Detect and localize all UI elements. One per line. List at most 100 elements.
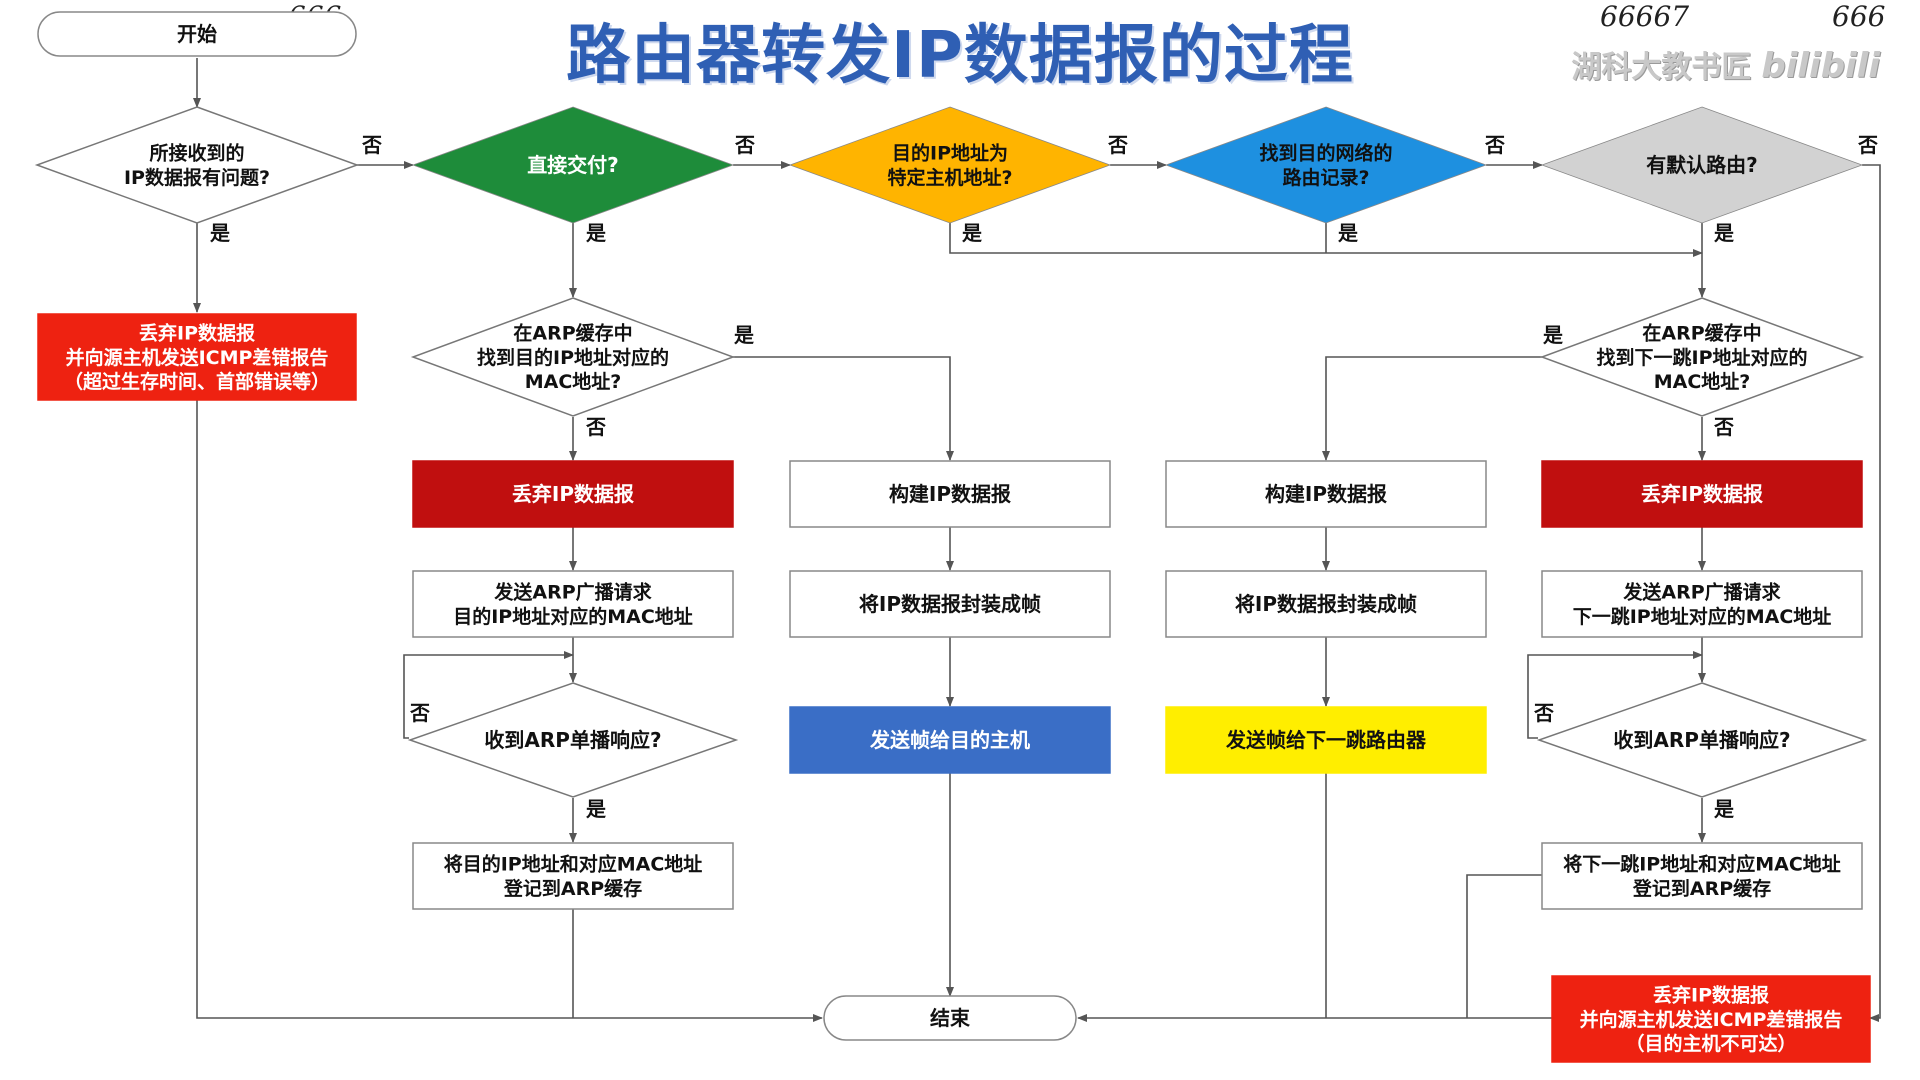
edge-label-no: 否 [1713, 415, 1734, 439]
terminal-end: 结束 [823, 995, 1077, 1041]
edge-label-yes: 是 [1337, 221, 1358, 245]
edge-label-yes: 是 [209, 221, 230, 245]
connector [403, 651, 574, 739]
connector [1527, 651, 1703, 739]
process-discard-2-text-line-1: 丢弃IP数据报 [1641, 482, 1763, 506]
process-discard-icmp-1-text-line-2: 并向源主机发送ICMP差错报告 [66, 346, 329, 369]
edge-label-no: 否 [1857, 133, 1878, 157]
decision-shape [1540, 106, 1864, 224]
decision-shape [1536, 682, 1868, 798]
edge-label-yes: 是 [1713, 797, 1734, 821]
process-shape [1541, 842, 1863, 910]
decision-q-net-text-line-2: 路由记录? [1282, 166, 1369, 189]
decision-q-arp-dest-text-line-2: 找到目的IP地址对应的 [477, 346, 669, 369]
process-discard-icmp-2-text-line-3: （目的主机不可达） [1625, 1032, 1796, 1055]
process-send-router: 发送帧给下一跳路由器 [1165, 706, 1487, 774]
decision-shape [411, 106, 735, 224]
edge-label-yes: 是 [585, 797, 606, 821]
process-shape [37, 313, 357, 401]
process-discard-1: 丢弃IP数据报 [412, 460, 734, 528]
decision-q-direct-text-line-1: 直接交付? [527, 153, 619, 177]
connector [196, 400, 823, 1022]
danmaku-comment-3: 666 [1832, 0, 1886, 33]
process-shape [789, 706, 1111, 774]
decision-q-arp-resp-1: 收到ARP单播响应? [407, 682, 739, 798]
edge-label-no: 否 [1533, 701, 1554, 725]
decision-shape [1539, 297, 1865, 417]
process-shape [1165, 460, 1487, 528]
decision-q-problem-text-line-1: 所接收到的 [149, 142, 244, 165]
edge-label-no: 否 [1107, 133, 1128, 157]
process-register-1-text-line-2: 登记到ARP缓存 [503, 877, 642, 900]
process-discard-icmp-1-text-line-3: （超过生存时间、首部错误等） [64, 370, 330, 393]
process-shape [1551, 975, 1871, 1063]
decision-q-arp-next-text-line-1: 在ARP缓存中 [1642, 322, 1761, 345]
terminal-end-label: 结束 [930, 1006, 971, 1030]
decision-q-direct: 直接交付? [411, 106, 735, 224]
decision-q-host-text-line-2: 特定主机地址? [887, 166, 1012, 189]
connector [949, 223, 1703, 257]
danmaku-comment-2: 66667 [1600, 0, 1690, 33]
process-arp-req-1-text-line-2: 目的IP地址对应的MAC地址 [453, 605, 693, 628]
connector [1322, 356, 1542, 461]
decision-shape [410, 297, 736, 417]
watermark: 湖科大教书匠 bilibili [1571, 42, 1880, 86]
process-build-1: 构建IP数据报 [789, 460, 1111, 528]
process-discard-1-text-line-1: 丢弃IP数据报 [512, 482, 634, 506]
decision-q-arp-resp-2-text-line-1: 收到ARP单播响应? [1613, 728, 1790, 752]
process-discard-icmp-1-text-line-1: 丢弃IP数据报 [139, 322, 255, 345]
process-shape [1541, 460, 1863, 528]
connector [1466, 874, 1542, 1018]
edge-label-yes: 是 [733, 323, 754, 347]
process-arp-req-2-text-line-2: 下一跳IP地址对应的MAC地址 [1573, 605, 1832, 628]
process-register-1-text-line-1: 将目的IP地址和对应MAC地址 [444, 853, 703, 876]
process-shape [412, 460, 734, 528]
process-encap-2: 将IP数据报封装成帧 [1165, 570, 1487, 638]
edge-label-no: 否 [734, 133, 755, 157]
edge-label-layer: 否否否否否是是是是是是是否否否否是是 [209, 133, 1878, 821]
process-shape [789, 460, 1111, 528]
process-build-2-text-line-1: 构建IP数据报 [1265, 482, 1387, 506]
decision-shape [1164, 106, 1488, 224]
connector-layer [193, 58, 1881, 1022]
process-send-host-text-line-1: 发送帧给目的主机 [869, 728, 1030, 752]
process-send-host: 发送帧给目的主机 [789, 706, 1111, 774]
process-shape [412, 570, 734, 638]
decision-q-arp-resp-1-text-line-1: 收到ARP单播响应? [484, 728, 661, 752]
decision-q-net-text-line-1: 找到目的网络的 [1259, 142, 1392, 165]
edge-label-no: 否 [409, 701, 430, 725]
bilibili-logo: bilibili [1761, 46, 1880, 86]
process-build-2: 构建IP数据报 [1165, 460, 1487, 528]
process-encap-2-text-line-1: 将IP数据报封装成帧 [1235, 592, 1417, 616]
decision-q-problem-text-line-2: IP数据报有问题? [124, 166, 270, 189]
decision-shape [34, 106, 360, 224]
terminal-start: 开始 [37, 11, 357, 57]
process-shape [1165, 706, 1487, 774]
watermark-text: 湖科大教书匠 [1571, 50, 1752, 85]
connector [1862, 164, 1881, 1022]
edge-label-yes: 是 [1542, 323, 1563, 347]
process-encap-1-text-line-1: 将IP数据报封装成帧 [859, 592, 1041, 616]
page-title: 路由器转发IP数据报的过程 [566, 19, 1354, 93]
decision-shape [407, 682, 739, 798]
decision-q-default-text-line-1: 有默认路由? [1646, 153, 1758, 177]
decision-q-arp-dest-text-line-3: MAC地址? [525, 370, 622, 393]
terminal-shape [37, 11, 357, 57]
process-arp-req-1-text-line-1: 发送ARP广播请求 [493, 581, 652, 604]
decision-q-default: 有默认路由? [1540, 106, 1864, 224]
edge-label-no: 否 [361, 133, 382, 157]
process-shape [412, 842, 734, 910]
decision-q-arp-resp-2: 收到ARP单播响应? [1536, 682, 1868, 798]
decision-q-arp-next-text-line-2: 找到下一跳IP地址对应的 [1597, 346, 1808, 369]
